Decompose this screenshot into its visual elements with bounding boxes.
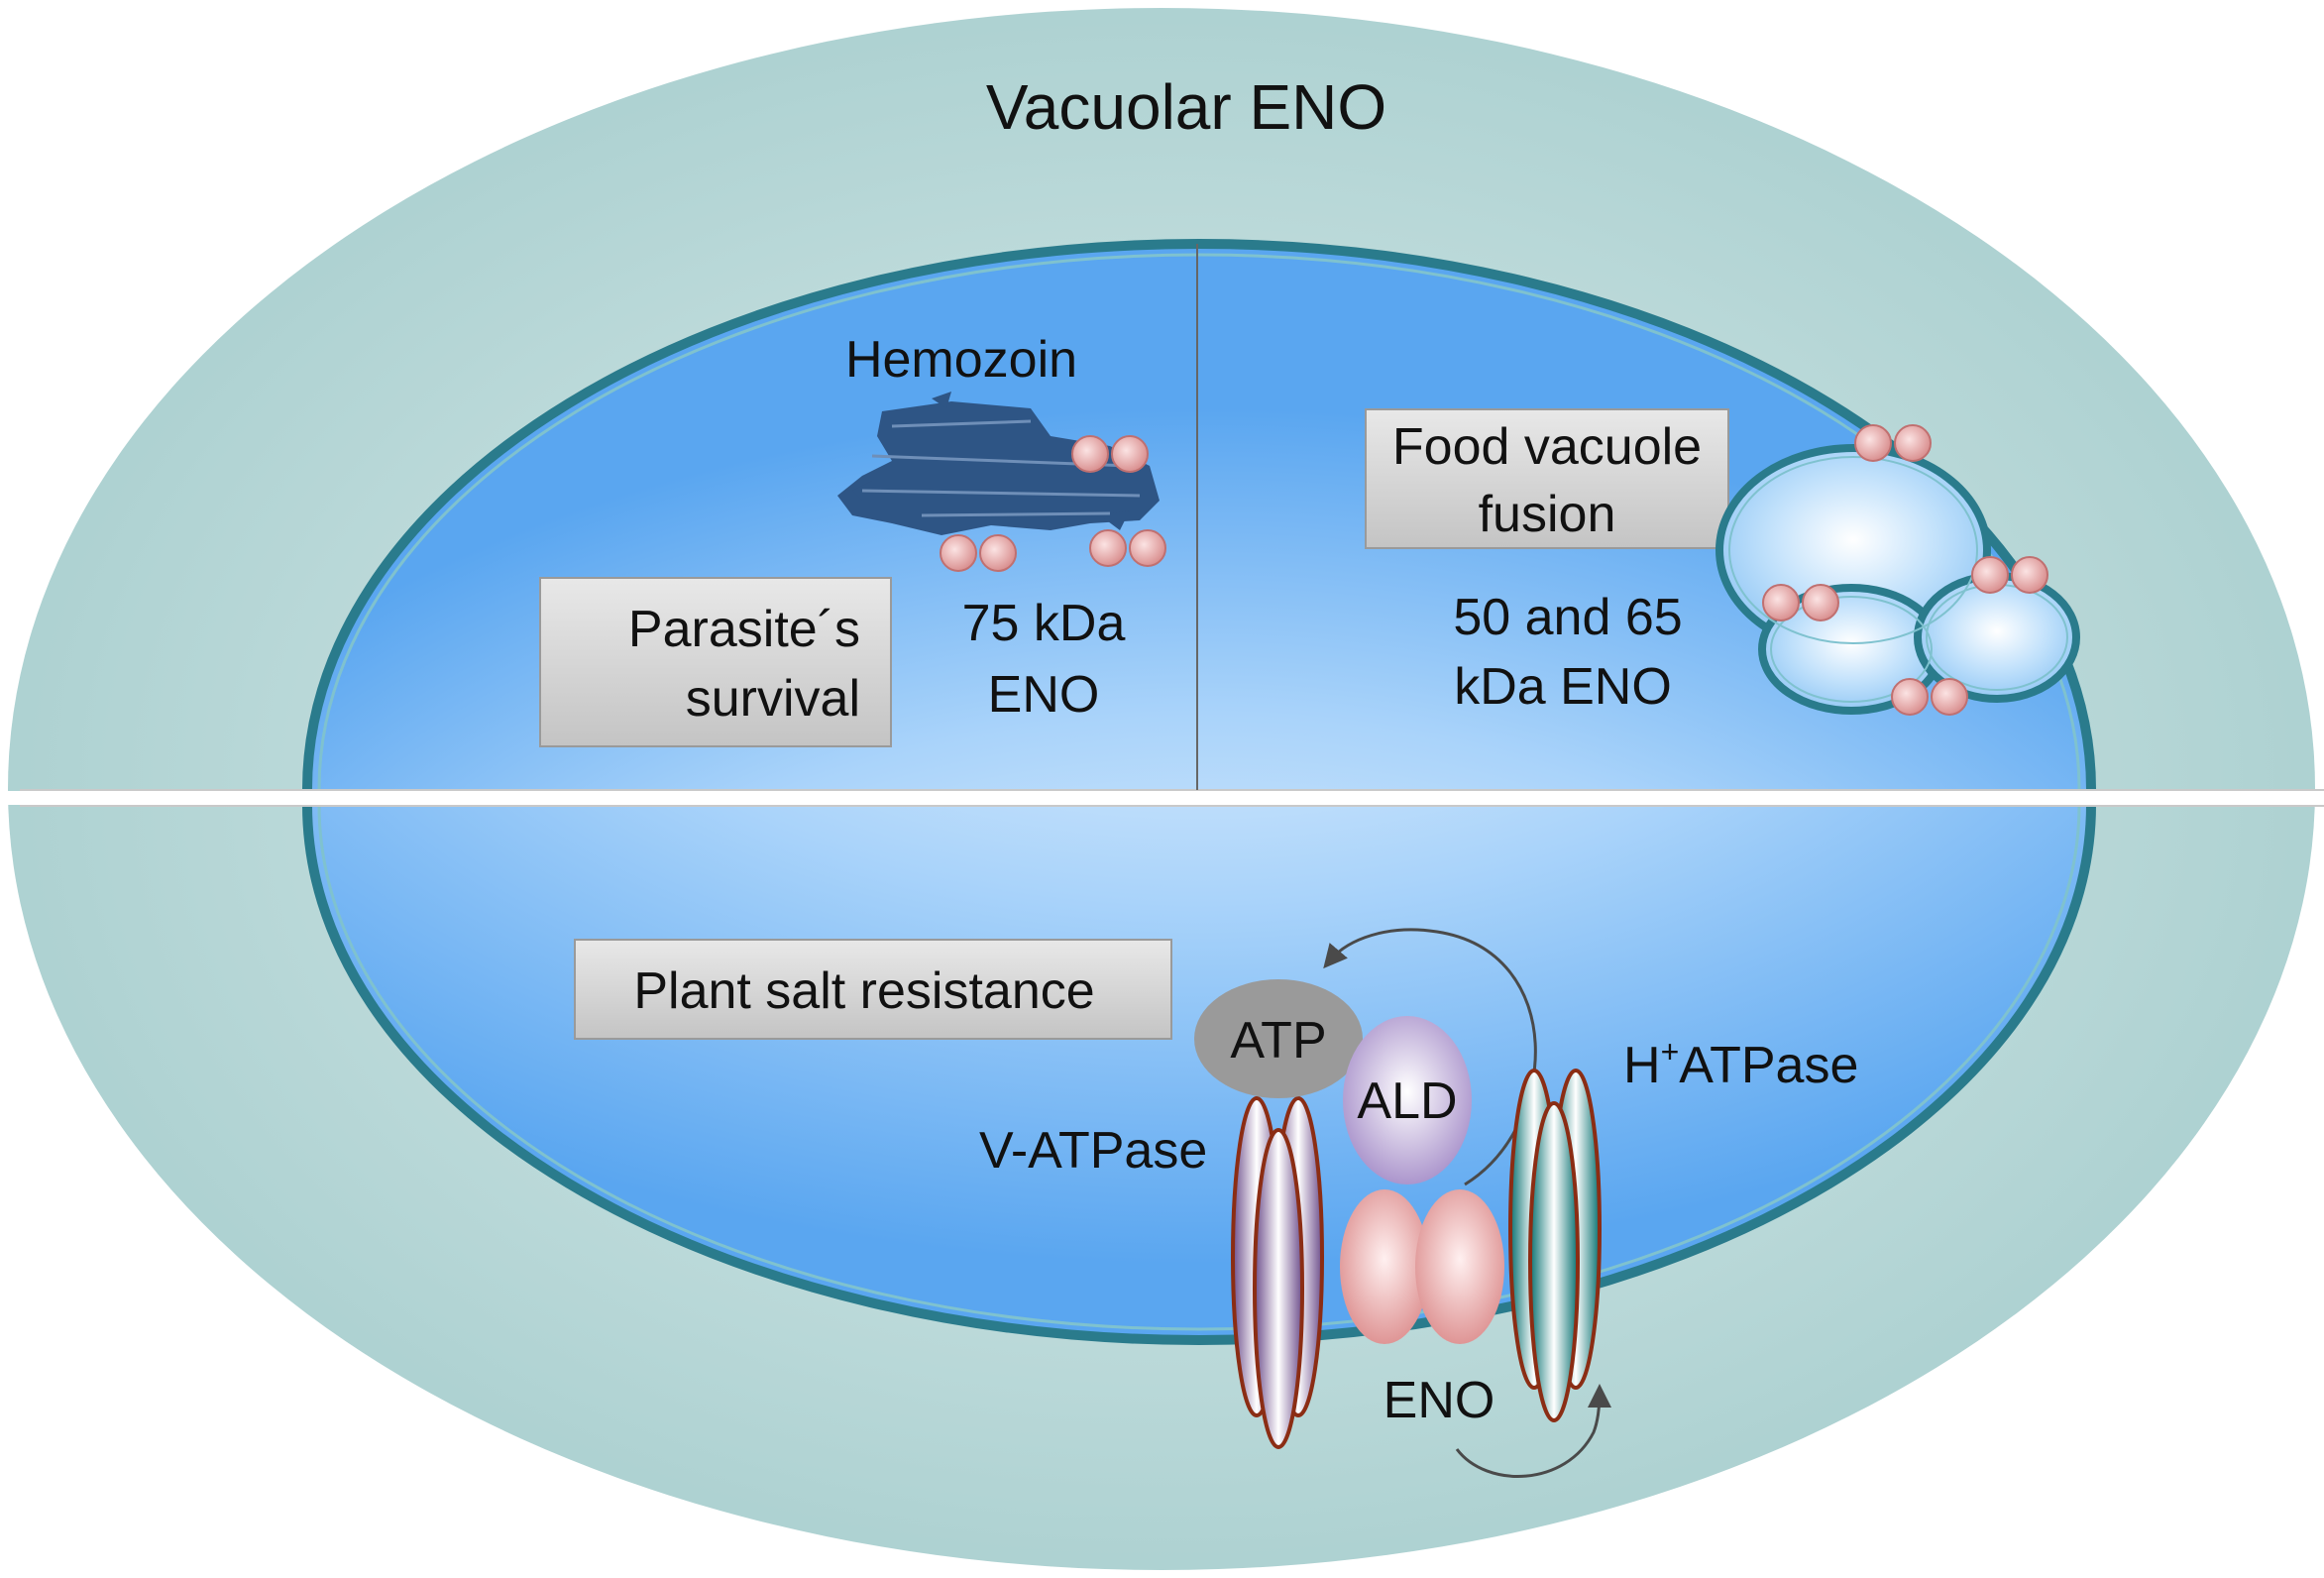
parasite-survival-line1: Parasite´s (628, 601, 860, 658)
h-atpase-sup: + (1661, 1034, 1680, 1070)
atp-label: ATP (1230, 1012, 1326, 1070)
food-vacuole-line1: Food vacuole (1392, 418, 1702, 476)
ald-molecule: ALD (1343, 1016, 1472, 1184)
diagram-title: Vacuolar ENO (986, 71, 1386, 143)
eno-50-65-line1: 50 and 65 (1453, 589, 1682, 646)
parasite-survival-box: Parasite´s survival (539, 577, 892, 747)
eno-50-65-line2: kDa ENO (1454, 658, 1672, 716)
hemozoin-label: Hemozoin (845, 331, 1077, 389)
hemozoin-crystal (837, 392, 1160, 535)
eno-dimer (1340, 1189, 1504, 1344)
food-vacuole-fusion-box: Food vacuole fusion (1365, 408, 1729, 549)
arrow-bottom (1455, 1384, 1611, 1478)
food-vacuole-line2: fusion (1479, 486, 1616, 543)
eno-spheres-hemozoin (940, 435, 1166, 572)
fusing-vesicles (1715, 444, 2080, 715)
v-atpase-complex (1231, 1096, 1324, 1449)
h-atpase-suffix: ATPase (1679, 1037, 1858, 1094)
eno-75-line2: ENO (988, 666, 1100, 724)
ald-label: ALD (1357, 1072, 1457, 1130)
hemozoin-texture (861, 419, 1141, 517)
eno-75-line1: 75 kDa (962, 595, 1126, 652)
v-atpase-label: V-ATPase (979, 1122, 1207, 1180)
h-atpase-label: H+ATPase (1623, 1034, 1858, 1094)
h-atpase-prefix: H (1623, 1037, 1661, 1094)
vacuole-bottom (302, 805, 2096, 1345)
plant-salt-resistance-box: Plant salt resistance (574, 939, 1172, 1040)
eno-spheres-vesicles (1762, 424, 2048, 716)
plant-salt-resistance-label: Plant salt resistance (633, 962, 1094, 1020)
atp-molecule: ATP (1194, 979, 1363, 1098)
eno-label-bottom: ENO (1383, 1372, 1495, 1429)
divider (0, 791, 2324, 805)
h-atpase-complex (1508, 1069, 1602, 1422)
parasite-survival-line2: survival (686, 670, 860, 728)
